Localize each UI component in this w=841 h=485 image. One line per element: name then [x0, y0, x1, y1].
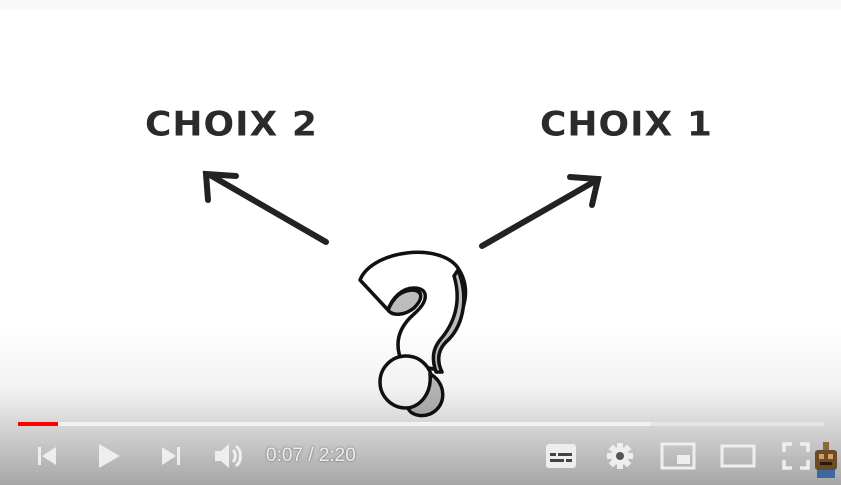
previous-button[interactable] [28, 432, 66, 480]
previous-icon [38, 447, 56, 465]
time-separator: / [302, 445, 319, 466]
fullscreen-icon [782, 442, 810, 470]
volume-button[interactable] [208, 432, 248, 480]
progress-loaded [18, 422, 651, 426]
video-drawing [202, 170, 602, 418]
channel-avatar-icon [815, 442, 837, 478]
player-controls: 0:07 / 2:20 [0, 432, 841, 480]
volume-icon [215, 444, 242, 468]
right-arrow [479, 174, 602, 249]
time-display: 0:07 / 2:20 [266, 432, 356, 480]
current-time: 0:07 [266, 445, 303, 466]
theater-mode-icon [720, 444, 756, 468]
video-player[interactable]: CHOIX 2 CHOIX 1 [0, 10, 841, 485]
duration: 2:20 [318, 445, 356, 466]
choice-1-label: CHOIX 1 [540, 105, 713, 144]
settings-button[interactable] [600, 432, 640, 480]
video-frame[interactable]: CHOIX 2 CHOIX 1 [0, 10, 841, 485]
progress-played [18, 422, 59, 426]
settings-icon [607, 443, 633, 469]
subtitles-button[interactable] [540, 432, 582, 480]
progress-bar[interactable] [18, 422, 824, 426]
fullscreen-button[interactable] [776, 432, 816, 480]
question-mark-drawing [358, 250, 468, 418]
choice-2-label: CHOIX 2 [145, 105, 318, 144]
miniplayer-button[interactable] [656, 432, 700, 480]
miniplayer-icon [660, 442, 696, 470]
theater-mode-button[interactable] [716, 432, 760, 480]
next-button[interactable] [152, 432, 190, 480]
subtitles-icon [546, 444, 576, 468]
play-button[interactable] [88, 432, 130, 480]
left-arrow [202, 170, 329, 245]
play-icon [99, 444, 120, 468]
next-icon [162, 447, 180, 465]
